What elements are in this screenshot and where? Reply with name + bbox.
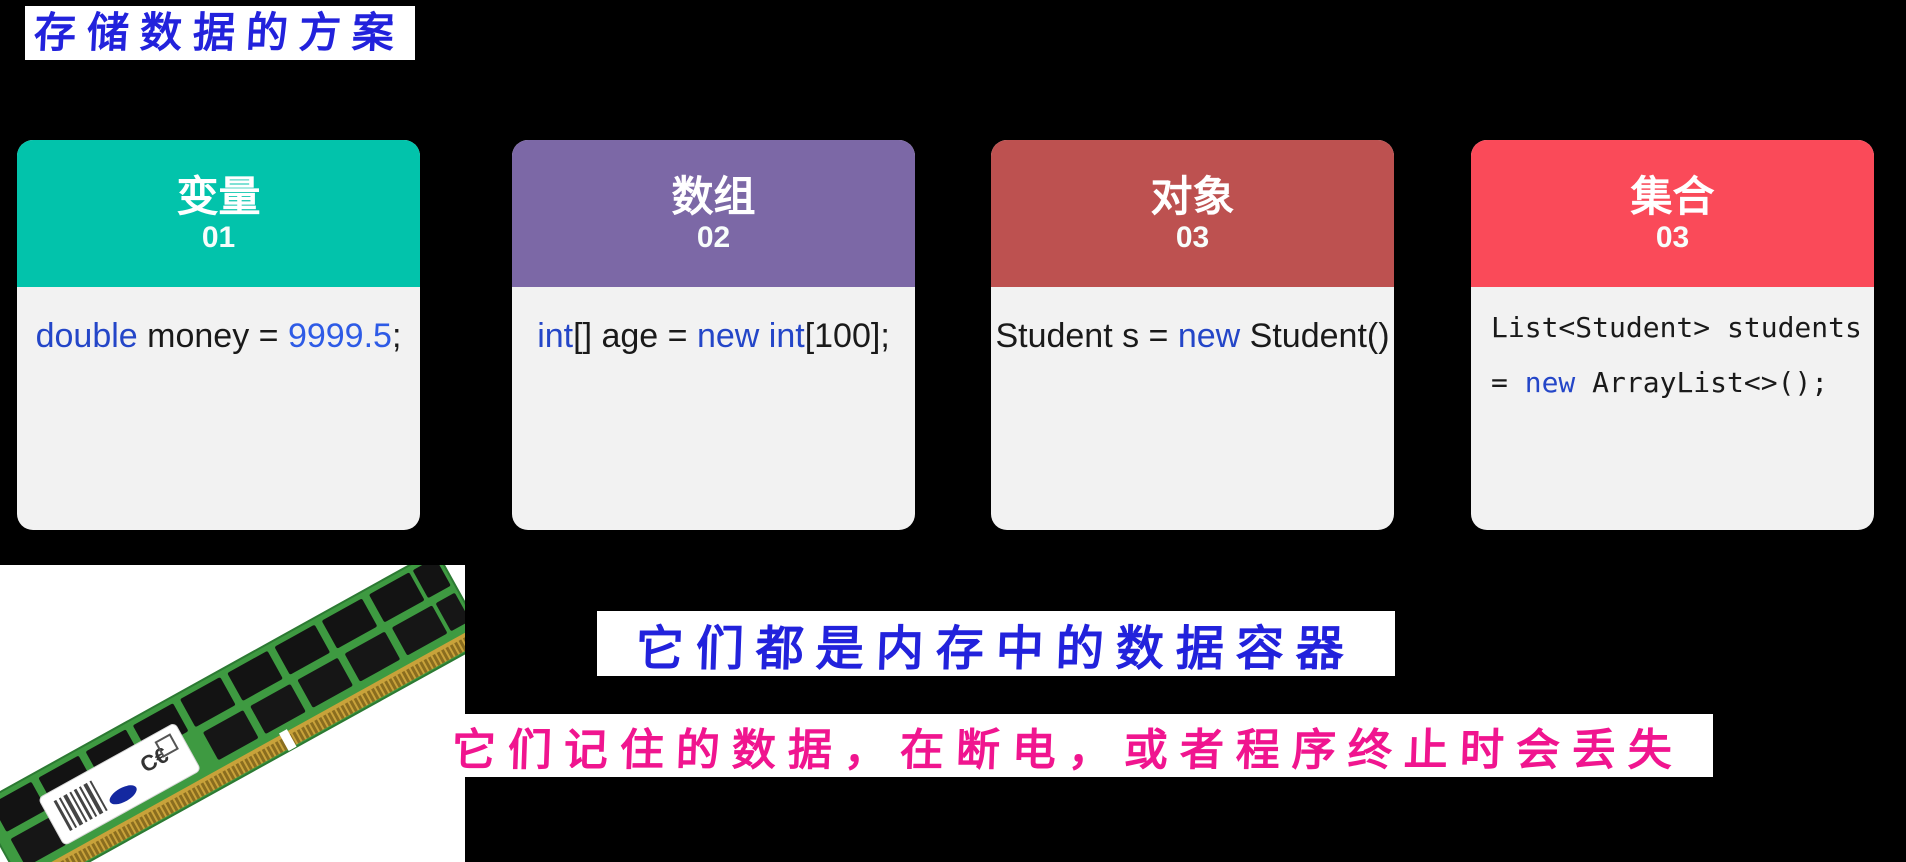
volatile-note-text: 它们记住的数据，在断电，或者程序终止时会丢失 (450, 725, 1685, 775)
card-variable-header: 变量 01 (17, 140, 420, 287)
card-number: 01 (201, 221, 236, 255)
ram-label-background (39, 724, 200, 845)
memory-chips-bottom-row (11, 593, 465, 862)
page-title-text: 存储数据的方案 (33, 9, 407, 56)
card-array: 数组 02 int[] age = new int[100]; (512, 140, 915, 530)
card-number: 03 (1655, 221, 1690, 255)
ram-module-image: C€ (0, 565, 465, 862)
card-title: 对象 (1150, 172, 1235, 220)
maker-logo (109, 785, 137, 805)
ram-module-illustration: C€ (0, 565, 465, 862)
card-variable: 变量 01 double money = 9999.5; (17, 140, 420, 530)
card-array-header: 数组 02 (512, 140, 915, 287)
memory-note-text: 它们都是内存中的数据容器 (634, 622, 1357, 676)
card-collection-header: 集合 03 (1471, 140, 1874, 287)
memory-note: 它们都是内存中的数据容器 (597, 611, 1395, 676)
volatile-note: 它们记住的数据，在断电，或者程序终止时会丢失 (423, 714, 1713, 777)
card-title: 集合 (1630, 172, 1715, 220)
weee-mark (154, 733, 179, 758)
card-collection: 集合 03 List<Student> students= new ArrayL… (1471, 140, 1874, 530)
card-title: 数组 (671, 172, 756, 220)
ram-stick: C€ (0, 565, 465, 862)
page-title: 存储数据的方案 (25, 6, 415, 60)
code-snippet-object: Student s = new Student() (995, 317, 1390, 355)
card-number: 02 (696, 221, 731, 255)
card-object: 对象 03 Student s = new Student() (991, 140, 1394, 530)
barcode (53, 780, 108, 832)
card-title: 变量 (176, 172, 261, 220)
code-snippet-variable: double money = 9999.5; (35, 317, 402, 355)
card-number: 03 (1175, 221, 1210, 255)
code-snippet-collection: List<Student> students= new ArrayList<>(… (1491, 311, 1862, 399)
gold-pin-teeth (21, 629, 465, 862)
connector-notch (279, 729, 297, 752)
ram-label: C€ (39, 724, 200, 845)
card-object-header: 对象 03 (991, 140, 1394, 287)
code-snippet-array: int[] age = new int[100]; (537, 317, 890, 355)
